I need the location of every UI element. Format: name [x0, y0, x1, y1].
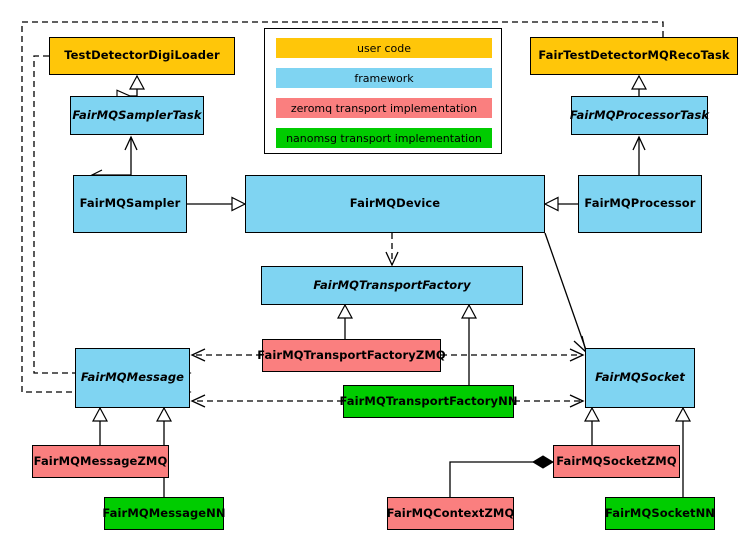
legend-label-user-code: user code [356, 41, 412, 55]
class-node-fairmqdevice[interactable]: FairMQDevice [245, 175, 545, 233]
edge-processortask-to-recotask [630, 74, 648, 96]
class-node-fairmqtransportfactoryzmq[interactable]: FairMQTransportFactoryZMQ [257, 339, 446, 372]
class-node-fairmqprocessor[interactable]: FairMQProcessor [578, 175, 702, 233]
class-node-fairmqprocessortask[interactable]: FairMQProcessorTask [570, 96, 709, 135]
class-node-fairmqsampler[interactable]: FairMQSampler [73, 175, 187, 233]
edge-processor-to-processortask [632, 135, 646, 175]
edge-factoryzmq-to-factory [336, 303, 354, 339]
class-node-fairmqcontextzmq[interactable]: FairMQContextZMQ [387, 497, 514, 530]
class-node-fairmqsocketnn[interactable]: FairMQSocketNN [605, 497, 715, 530]
legend-label-nanomsg: nanomsg transport implementation [286, 131, 482, 145]
class-node-fairmqtransportfactorynn[interactable]: FairMQTransportFactoryNN [339, 385, 517, 418]
legend-label-zeromq: zeromq transport implementation [290, 101, 478, 115]
legend-panel: user code framework zeromq transport imp… [264, 28, 502, 154]
legend-item-user-code: user code [276, 38, 492, 58]
edge-sampler-to-samplertask [92, 135, 138, 175]
legend-label-framework: framework [354, 71, 414, 85]
legend-item-nanomsg: nanomsg transport implementation [276, 128, 492, 148]
edge-factoryzmq-to-socket [441, 348, 585, 362]
class-node-fairtestdetectormqrecotask[interactable]: FairTestDetectorMQRecoTask [530, 37, 738, 75]
class-node-fairmqtransportfactory[interactable]: FairMQTransportFactory [261, 266, 523, 305]
edge-sampler-to-device [187, 196, 247, 212]
class-node-fairmqsocket[interactable]: FairMQSocket [585, 348, 695, 408]
class-node-testdetectordigiloader[interactable]: TestDetectorDigiLoader [49, 37, 235, 75]
class-node-fairmqsamplertask[interactable]: FairMQSamplerTask [70, 96, 204, 135]
class-node-fairmqmessagenn[interactable]: FairMQMessageNN [102, 497, 226, 530]
edge-socketzmq-to-socket [583, 406, 601, 445]
edge-samplertask-to-digiloader [130, 74, 146, 96]
edge-factorynn-to-message [190, 394, 343, 408]
edge-device-to-transportfactory [385, 233, 399, 267]
edge-factorynn-to-factory [460, 303, 478, 385]
edge-device-to-socket [544, 232, 588, 354]
class-node-fairmqsocketzmq[interactable]: FairMQSocketZMQ [553, 445, 680, 478]
edge-factorynn-to-socket [514, 394, 585, 408]
class-node-fairmqmessagezmq[interactable]: FairMQMessageZMQ [32, 445, 169, 478]
legend-item-framework: framework [276, 68, 492, 88]
class-node-fairmqmessage[interactable]: FairMQMessage [75, 348, 190, 408]
edge-contextzmq-to-socketzmq [449, 455, 554, 497]
edge-factoryzmq-to-message [190, 348, 262, 362]
edge-messagezmq-to-message [91, 406, 109, 445]
edge-processor-to-device [543, 196, 578, 212]
legend-item-zeromq: zeromq transport implementation [276, 98, 492, 118]
